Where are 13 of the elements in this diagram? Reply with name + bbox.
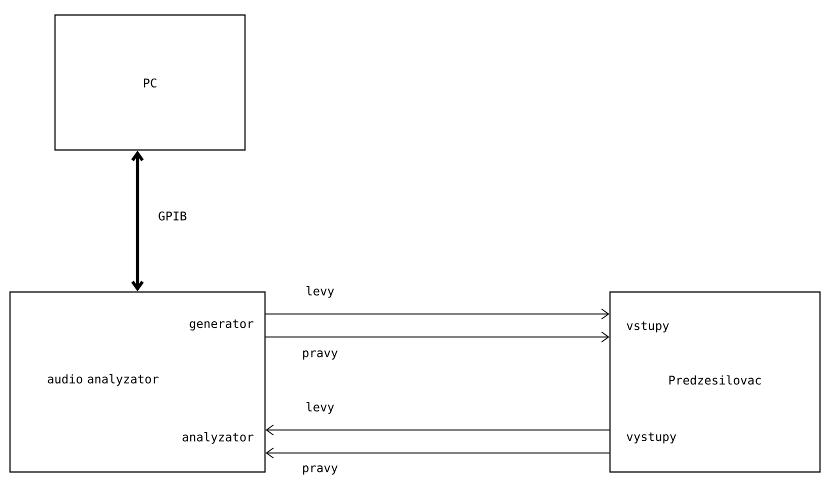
edge-label: levy xyxy=(306,402,334,414)
box: generator audio analyzator analyzator xyxy=(9,291,266,473)
arrow xyxy=(265,308,610,320)
arrow xyxy=(266,448,610,458)
edge-label: levy xyxy=(306,286,334,298)
edge-label: pravy xyxy=(303,350,338,360)
edge-label: GPIB xyxy=(158,211,186,221)
box: vstupy Predzesilovac vystupy xyxy=(609,291,821,473)
arrow xyxy=(131,150,144,292)
arrow xyxy=(266,424,610,436)
arrow xyxy=(265,332,610,342)
edge-label: pravy xyxy=(303,465,338,475)
box: PC xyxy=(54,14,246,151)
